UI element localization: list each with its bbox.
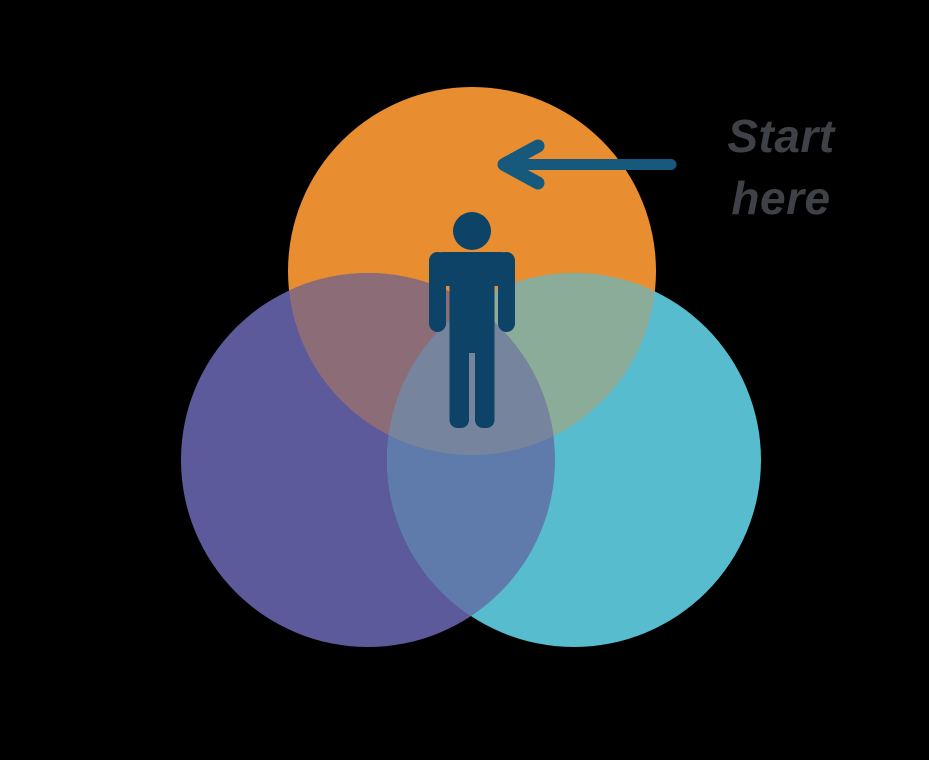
arrow-left-icon <box>497 139 677 190</box>
start-here-label: Start here <box>671 105 891 229</box>
start-here-label-line2: here <box>731 172 831 224</box>
start-here-label-line1: Start <box>727 110 835 162</box>
person-icon <box>429 212 515 428</box>
